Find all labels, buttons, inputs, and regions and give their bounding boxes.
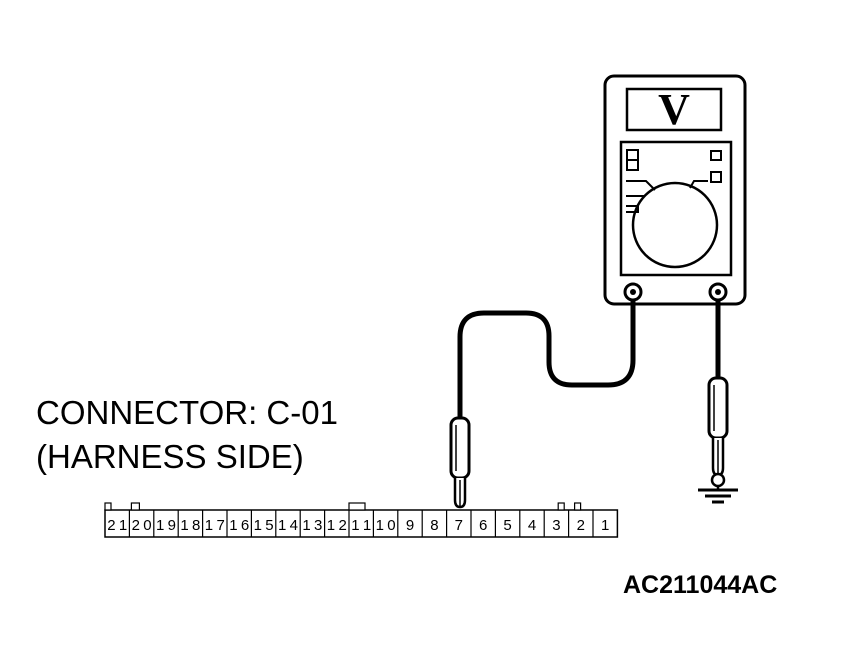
pin-probed: 7	[455, 517, 463, 534]
connector-housing	[104, 509, 619, 538]
meter-display-unit: V	[658, 85, 690, 134]
pin-number: 4	[528, 517, 536, 534]
lead-wire	[457, 300, 636, 418]
connector-title: CONNECTOR: C-01	[36, 394, 338, 431]
figure-code: AC211044AC	[623, 571, 778, 599]
pin-number: 9	[406, 517, 414, 534]
voltmeter-icon: V	[603, 74, 747, 306]
connector-lock-tab	[130, 502, 140, 511]
indicator-icon	[710, 150, 722, 161]
dial-icon	[631, 181, 719, 269]
connector-lock-tab	[104, 502, 112, 511]
pin-number: 2	[577, 517, 585, 534]
meter-display	[625, 87, 723, 132]
pin-number: 8	[430, 517, 438, 534]
pin-number: 6	[479, 517, 487, 534]
connector-lock-tab	[348, 502, 366, 511]
indicator-icon	[710, 171, 722, 183]
probe-icon	[707, 376, 729, 477]
ground-icon	[698, 472, 738, 504]
pin-number: 5	[503, 517, 511, 534]
pin-number: 3	[552, 517, 560, 534]
connector-lock-tab	[573, 502, 582, 511]
pin-number: 1	[601, 517, 609, 534]
connector-lock-tab	[557, 502, 565, 511]
probe-icon	[449, 416, 471, 509]
connector-subtitle: (HARNESS SIDE)	[36, 438, 304, 475]
